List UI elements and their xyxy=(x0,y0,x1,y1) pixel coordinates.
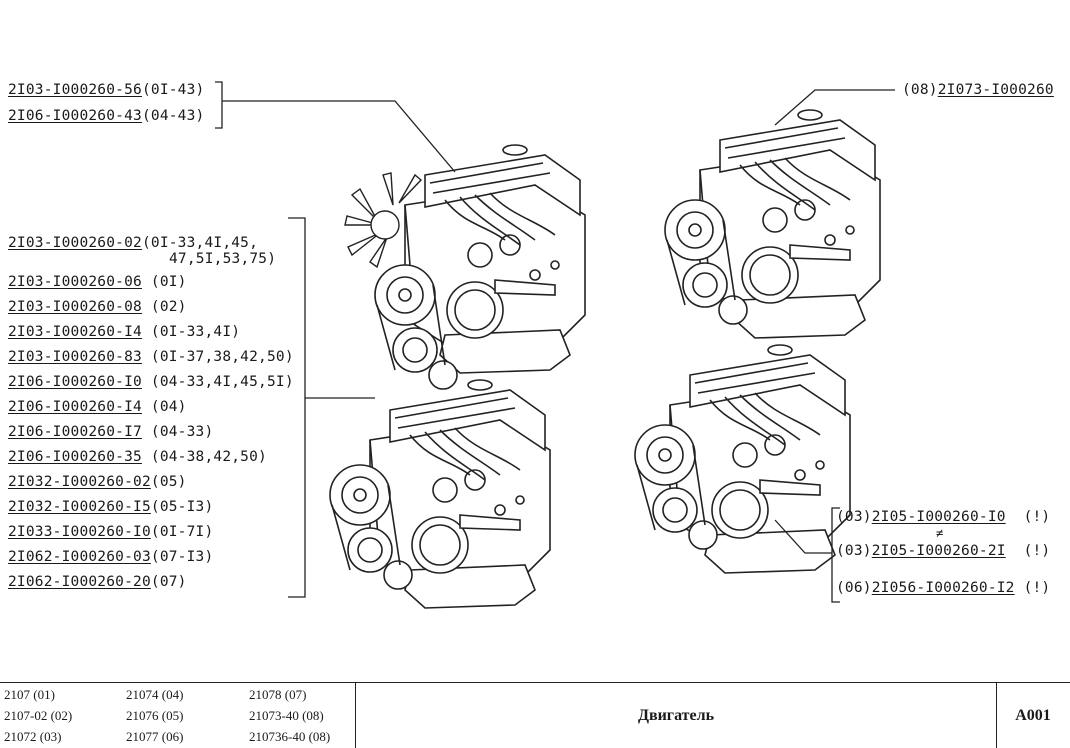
engine-2 xyxy=(664,109,881,339)
leader-lines xyxy=(215,81,895,603)
applicability-note: (0I-7I) xyxy=(150,524,214,540)
title-block: 2107 (01) 2107-02 (02) 21072 (03) 21074 … xyxy=(0,682,1070,748)
applicability-note: (04-33) xyxy=(141,424,214,440)
model-code: 21074 (04) xyxy=(126,687,184,702)
applicability-note: (!) xyxy=(1023,509,1051,525)
callout-left-item: 2I03-I000260-02(0I-33,4I,45, xyxy=(8,234,258,252)
callout-top-right: (08)2I073-I000260 xyxy=(902,81,1054,99)
applicability-note: (0I-43) xyxy=(141,82,205,98)
part-number: 2I03-I000260-02 xyxy=(8,235,142,251)
applicability-note: (02) xyxy=(141,299,187,315)
part-number: 2I06-I000260-I0 xyxy=(8,374,142,390)
callout-left-item: 2I03-I000260-83 (0I-37,38,42,50) xyxy=(8,348,294,366)
applicability-note: (0I-37,38,42,50) xyxy=(141,349,294,365)
part-number: 2I03-I000260-08 xyxy=(8,299,142,315)
model-code: 21077 (06) xyxy=(126,729,184,744)
model-code: 21073-40 (08) xyxy=(249,708,324,723)
callout-bottom-right-item: (06)2I056-I000260-I2 (!) xyxy=(836,579,1050,597)
callout-left-item: 2I032-I000260-02(05) xyxy=(8,473,187,491)
callout-left-item: 2I033-I000260-I0(0I-7I) xyxy=(8,523,213,541)
callout-left-item: 2I03-I000260-I4 (0I-33,4I) xyxy=(8,323,240,341)
part-number: 2I06-I000260-I4 xyxy=(8,399,142,415)
callout-bottom-right-item: (03)2I05-I000260-2I (!) xyxy=(836,542,1050,560)
part-number: 2I03-I000260-06 xyxy=(8,274,142,290)
part-number: 2I062-I000260-20 xyxy=(8,574,151,590)
applicability-note: (05) xyxy=(150,474,187,490)
not-equal-icon: ≠ xyxy=(936,526,944,540)
engine-3 xyxy=(329,379,551,609)
applicability-note: (0I-33,4I,45, xyxy=(141,235,259,251)
part-number: 2I03-I000260-56 xyxy=(8,82,142,98)
callout-left-item: 2I062-I000260-03(07-I3) xyxy=(8,548,213,566)
part-number: 2I06-I000260-35 xyxy=(8,449,142,465)
model-prefix: (03) xyxy=(836,543,872,559)
part-number: 2I03-I000260-I4 xyxy=(8,324,142,340)
applicability-note: 47,5I,53,75) xyxy=(169,251,277,267)
callout-left-item-continued: 47,5I,53,75) xyxy=(169,250,276,268)
applicability-note: (04) xyxy=(141,399,187,415)
callout-left-item: 2I06-I000260-I0 (04-33,4I,45,5I) xyxy=(8,373,294,391)
part-number: 2I062-I000260-03 xyxy=(8,549,151,565)
callout-top-left-2: 2I06-I000260-43(04-43) xyxy=(8,107,204,125)
applicability-note: (04-33,4I,45,5I) xyxy=(141,374,294,390)
engine-1 xyxy=(344,144,586,390)
applicability-note: (0I-33,4I) xyxy=(141,324,241,340)
callout-left-item: 2I03-I000260-08 (02) xyxy=(8,298,187,316)
part-number: 2I073-I000260 xyxy=(937,82,1054,98)
model-prefix: (03) xyxy=(836,509,872,525)
applicability-note: (04-38,42,50) xyxy=(141,449,267,465)
part-number: 2I056-I000260-I2 xyxy=(871,580,1015,596)
callout-left-item: 2I06-I000260-35 (04-38,42,50) xyxy=(8,448,267,466)
applicability-note: (07) xyxy=(150,574,187,590)
model-code: 210736-40 (08) xyxy=(249,729,331,744)
callout-left-item: 2I06-I000260-I4 (04) xyxy=(8,398,187,416)
applicability-note: (!) xyxy=(1023,580,1051,596)
model-code: 21072 (03) xyxy=(4,729,62,744)
model-code: 21076 (05) xyxy=(126,708,184,723)
applicability-note: (0I) xyxy=(141,274,187,290)
part-number: 2I05-I000260-2I xyxy=(871,543,1006,559)
page-title: Двигатель xyxy=(355,683,997,748)
model-prefix: (08) xyxy=(902,82,938,98)
page-code: A001 xyxy=(1015,706,1051,724)
callout-top-left-1: 2I03-I000260-56(0I-43) xyxy=(8,81,204,99)
model-code: 21078 (07) xyxy=(249,687,307,702)
callout-left-item: 2I03-I000260-06 (0I) xyxy=(8,273,187,291)
callout-bottom-right-item: (03)2I05-I000260-I0 (!) xyxy=(836,508,1050,526)
part-number: 2I033-I000260-I0 xyxy=(8,524,151,540)
part-number: 2I032-I000260-02 xyxy=(8,474,151,490)
engine-4 xyxy=(634,344,851,574)
callout-left-item: 2I062-I000260-20(07) xyxy=(8,573,187,591)
callout-left-item: 2I032-I000260-I5(05-I3) xyxy=(8,498,213,516)
applicability-note: (05-I3) xyxy=(150,499,214,515)
part-number: 2I032-I000260-I5 xyxy=(8,499,151,515)
model-prefix: (06) xyxy=(836,580,872,596)
part-number: 2I03-I000260-83 xyxy=(8,349,142,365)
applicability-note: (04-43) xyxy=(141,108,205,124)
applicability-note: (!) xyxy=(1023,543,1051,559)
part-number: 2I06-I000260-I7 xyxy=(8,424,142,440)
callout-left-item: 2I06-I000260-I7 (04-33) xyxy=(8,423,213,441)
part-number: 2I05-I000260-I0 xyxy=(871,509,1006,525)
part-number: 2I06-I000260-43 xyxy=(8,108,142,124)
model-code: 2107-02 (02) xyxy=(4,708,73,723)
applicability-note: (07-I3) xyxy=(150,549,214,565)
model-code: 2107 (01) xyxy=(4,687,55,702)
